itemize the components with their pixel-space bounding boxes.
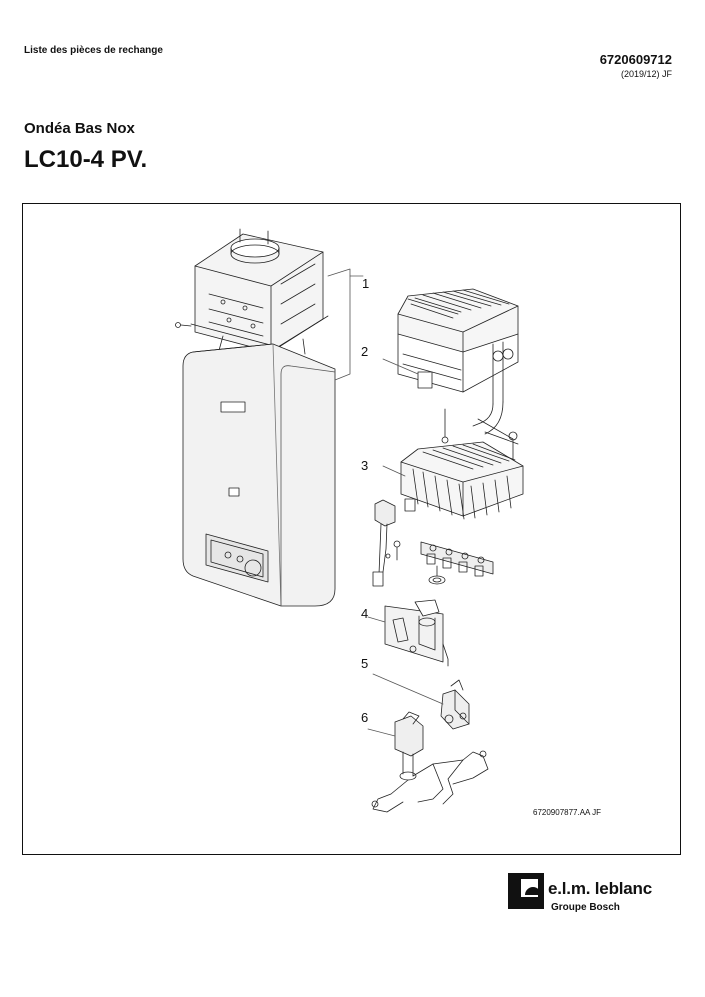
product-series: Ondéa Bas Nox [24, 120, 135, 137]
callout-1: 1 [362, 276, 370, 291]
callout-3: 3 [361, 458, 369, 473]
part-4-gas-valve [367, 599, 449, 667]
callout-6: 6 [361, 710, 369, 725]
document-date: (2019/12) JF [620, 69, 672, 79]
part-3-burner [372, 441, 524, 587]
brand-name: e.l.m. leblanc [548, 879, 652, 898]
callout-5: 5 [361, 656, 369, 671]
exploded-diagram-frame: 1 2 3 4 5 6 6720907877.AA JF [22, 203, 681, 855]
document-type: Liste des pièces de rechange [24, 45, 163, 56]
product-model: LC10-4 PV. [24, 146, 148, 173]
exploded-diagram [175, 228, 524, 813]
callout-4: 4 [361, 606, 369, 621]
brand-logo: e.l.m. leblanc Groupe Bosch [508, 873, 668, 923]
elm-leblanc-logo-icon [508, 873, 544, 909]
brand-group: Groupe Bosch [551, 902, 620, 913]
document-number: 6720609712 [599, 52, 672, 67]
drawing-reference: 6720907877.AA JF [533, 808, 602, 817]
part-2-heat-exchanger [382, 288, 519, 460]
part-1-casing [175, 228, 364, 607]
document-header-right: 6720609712 (2019/12) JF [600, 52, 672, 79]
part-5-water-valve [372, 673, 470, 730]
part-6-flow-sensor [367, 711, 489, 813]
callout-2: 2 [361, 344, 369, 359]
